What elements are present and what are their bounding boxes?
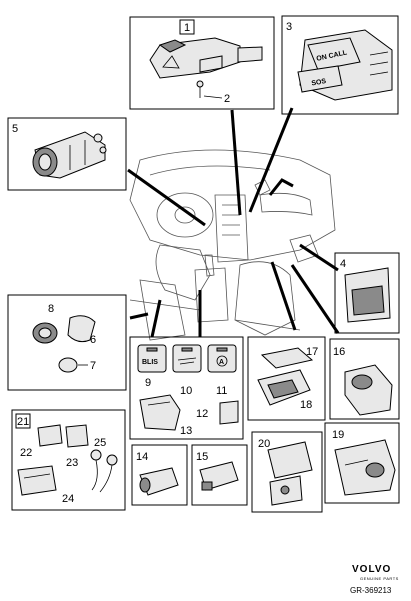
part-16-knob: 16 xyxy=(329,338,400,420)
svg-text:5: 5 xyxy=(12,123,18,135)
svg-text:SOS: SOS xyxy=(311,78,327,88)
part-5-ignition-switch: 5 xyxy=(7,117,127,191)
svg-text:16: 16 xyxy=(333,346,345,358)
svg-text:11: 11 xyxy=(216,385,227,397)
svg-text:7: 7 xyxy=(90,360,96,372)
document-number: GR-369213 xyxy=(350,586,392,595)
svg-text:18: 18 xyxy=(300,399,312,411)
svg-text:22: 22 xyxy=(20,447,32,459)
svg-text:10: 10 xyxy=(180,385,192,397)
svg-text:VOLVO: VOLVO xyxy=(352,564,391,575)
part-17-18-switch-module: 17 18 xyxy=(247,336,326,421)
svg-text:A: A xyxy=(219,359,224,366)
svg-text:1: 1 xyxy=(184,22,190,34)
svg-text:9: 9 xyxy=(145,377,151,389)
part-1-hazard-switch: 1 2 xyxy=(129,16,275,110)
part-3-on-call-sos-panel: 3 ON CALL SOS xyxy=(281,15,399,115)
svg-text:23: 23 xyxy=(66,457,78,469)
svg-text:15: 15 xyxy=(196,451,208,463)
svg-text:20: 20 xyxy=(258,438,270,450)
part-15-sensor: 15 xyxy=(191,444,248,506)
svg-text:3: 3 xyxy=(286,21,292,33)
svg-text:24: 24 xyxy=(62,493,74,505)
part-20-bracket: 20 xyxy=(251,431,323,513)
part-9-13-switch-panel: BLIS 9 10 A 11 13 12 xyxy=(129,336,244,440)
part-21-25-parking-assist-kit: 21 22 23 24 25 xyxy=(11,409,126,511)
svg-text:BLIS: BLIS xyxy=(142,359,158,366)
part-14-sensor: 14 xyxy=(131,444,188,506)
svg-text:GENUINE PARTS: GENUINE PARTS xyxy=(360,576,399,581)
svg-text:17: 17 xyxy=(306,346,318,358)
car-interior-sketch xyxy=(129,149,336,341)
svg-text:14: 14 xyxy=(136,451,148,463)
svg-text:19: 19 xyxy=(332,429,344,441)
svg-text:6: 6 xyxy=(90,334,96,346)
leader-lines xyxy=(127,107,340,338)
part-4-switch: 4 xyxy=(334,252,400,334)
svg-text:13: 13 xyxy=(180,425,192,437)
svg-text:12: 12 xyxy=(196,408,208,420)
part-6-7-8-power-socket: 8 6 7 xyxy=(7,294,127,391)
volvo-logo: VOLVO GENUINE PARTS xyxy=(352,564,399,581)
part-19-housing: 19 xyxy=(324,422,400,504)
svg-text:25: 25 xyxy=(94,437,106,449)
svg-text:2: 2 xyxy=(224,93,230,105)
svg-text:21: 21 xyxy=(17,416,29,428)
svg-text:8: 8 xyxy=(48,303,54,315)
svg-text:4: 4 xyxy=(340,258,346,270)
